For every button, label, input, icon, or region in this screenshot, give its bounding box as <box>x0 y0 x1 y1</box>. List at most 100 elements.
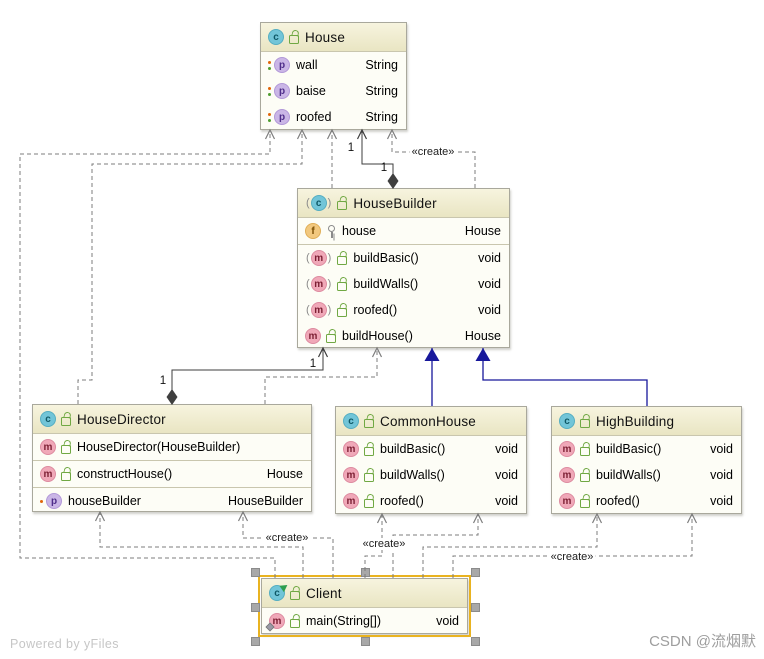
member-icons: (m) <box>305 302 348 318</box>
open-lock-icon <box>364 447 374 456</box>
member-row[interactable]: (m)buildBasic()void <box>298 245 509 271</box>
member-type: House <box>464 224 501 238</box>
member-type: void <box>710 442 733 456</box>
method-icon: m <box>559 467 575 483</box>
selection-handle[interactable] <box>471 637 480 646</box>
member-row[interactable]: (m)buildWalls()void <box>298 271 509 297</box>
dot-icon <box>268 66 271 70</box>
open-lock-icon <box>337 282 348 291</box>
method-icon: m <box>40 439 56 455</box>
selection-handle[interactable] <box>251 637 260 646</box>
selection-handle[interactable] <box>251 568 260 577</box>
open-lock-icon <box>580 419 590 428</box>
open-lock-icon <box>289 35 299 44</box>
multiplicity-label: 1 <box>159 375 167 387</box>
member-icons: c <box>343 413 374 429</box>
member-name: house <box>342 224 377 238</box>
member-type: void <box>478 277 501 291</box>
abstract-paren-icon: ) <box>327 304 332 316</box>
selection-handle[interactable] <box>471 568 480 577</box>
member-icons: m <box>559 441 590 457</box>
member-name: houseBuilder <box>68 494 141 508</box>
yfiles-watermark: Powered by yFiles <box>10 637 119 651</box>
member-name: buildWalls() <box>596 468 661 482</box>
member-icons: m <box>343 441 374 457</box>
visibility-dots-icon <box>40 498 44 504</box>
member-type: void <box>495 442 518 456</box>
selection-handle[interactable] <box>471 602 480 612</box>
member-name: wall <box>296 58 318 72</box>
member-icons: p <box>268 83 290 99</box>
open-lock-icon <box>290 619 300 628</box>
open-lock-icon <box>337 256 348 265</box>
selection-handle[interactable] <box>361 637 370 646</box>
member-icons: p <box>40 493 62 509</box>
selection-handle[interactable] <box>251 602 260 612</box>
method-icon: m <box>559 441 575 457</box>
open-lock-icon <box>364 419 374 428</box>
method-icon: m <box>310 276 327 292</box>
class-icon: c <box>559 413 575 429</box>
member-name: buildWalls() <box>353 277 419 291</box>
abstract-paren-icon: ) <box>327 278 332 290</box>
class-header-housebuilder[interactable]: (c)HouseBuilder <box>298 189 509 218</box>
method-icon: m <box>343 441 359 457</box>
member-name: constructHouse() <box>77 467 173 481</box>
dot-icon <box>268 86 271 90</box>
method-icon: m <box>265 613 285 632</box>
member-name: roofed <box>296 110 332 124</box>
stereotype-label-dep-client-highbuilding-create: «create» <box>548 551 596 563</box>
visibility-dots-icon <box>268 85 272 97</box>
stereotype-label-dep-client-commonhouse-create: «create» <box>360 538 408 550</box>
member-name: baise <box>296 84 326 98</box>
open-lock-icon <box>580 447 590 456</box>
member-icons: p <box>268 109 290 125</box>
open-lock-icon <box>61 417 71 426</box>
method-icon: m <box>40 466 56 482</box>
member-icons: m <box>343 467 374 483</box>
multiplicity-label: 1 <box>309 358 317 370</box>
dot-icon <box>268 60 271 64</box>
compartment: (m)buildBasic()void(m)buildWalls()void(m… <box>298 245 509 349</box>
member-row[interactable]: (m)roofed()void <box>298 297 509 323</box>
abstract-paren-icon: ) <box>327 252 332 264</box>
member-icons: m <box>559 493 590 509</box>
dot-icon <box>40 499 43 503</box>
class-title: Client <box>306 585 342 601</box>
selection-handle[interactable] <box>361 568 370 577</box>
property-icon: p <box>274 109 290 125</box>
member-name: roofed() <box>353 303 398 317</box>
member-name: roofed() <box>596 494 640 508</box>
member-type: void <box>478 251 501 265</box>
